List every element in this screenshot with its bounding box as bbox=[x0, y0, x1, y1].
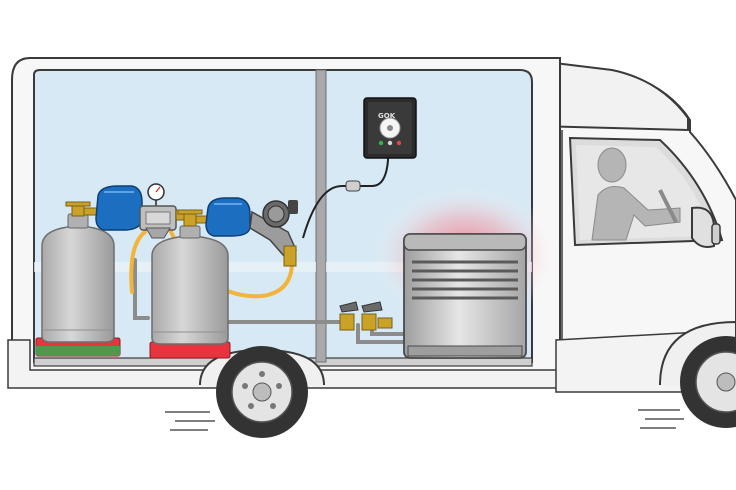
heater-grille bbox=[412, 260, 518, 300]
changeover-valve bbox=[139, 183, 187, 239]
shutoff-valve-icon bbox=[177, 209, 211, 227]
front-wheel bbox=[659, 320, 736, 428]
rear-wheel bbox=[199, 346, 325, 438]
panel-led-green bbox=[378, 140, 384, 146]
motion-lines bbox=[165, 409, 684, 431]
side-mirror-icon bbox=[691, 206, 721, 248]
gas-cylinder-icon bbox=[149, 225, 231, 359]
gas-cylinder-left bbox=[35, 185, 143, 357]
shutoff-valve-icon bbox=[65, 201, 101, 217]
gas-cylinder-icon bbox=[35, 213, 121, 357]
gas-cylinder-right bbox=[149, 197, 251, 359]
control-panel-icon: GOK bbox=[363, 97, 417, 159]
driver-icon bbox=[591, 147, 681, 241]
crash-sensor-regulator bbox=[249, 200, 298, 267]
heater-icon bbox=[403, 233, 527, 359]
pressure-gauge-icon bbox=[147, 183, 165, 206]
steering-wheel-icon bbox=[658, 189, 678, 223]
cable-connector bbox=[345, 180, 361, 192]
pressure-regulator-icon bbox=[205, 197, 251, 237]
cab-window bbox=[568, 136, 724, 248]
shutoff-valve-icon bbox=[339, 301, 393, 331]
panel-led-red bbox=[396, 140, 402, 146]
pressure-regulator-icon bbox=[95, 185, 143, 231]
panel-logo: GOK bbox=[378, 112, 396, 120]
